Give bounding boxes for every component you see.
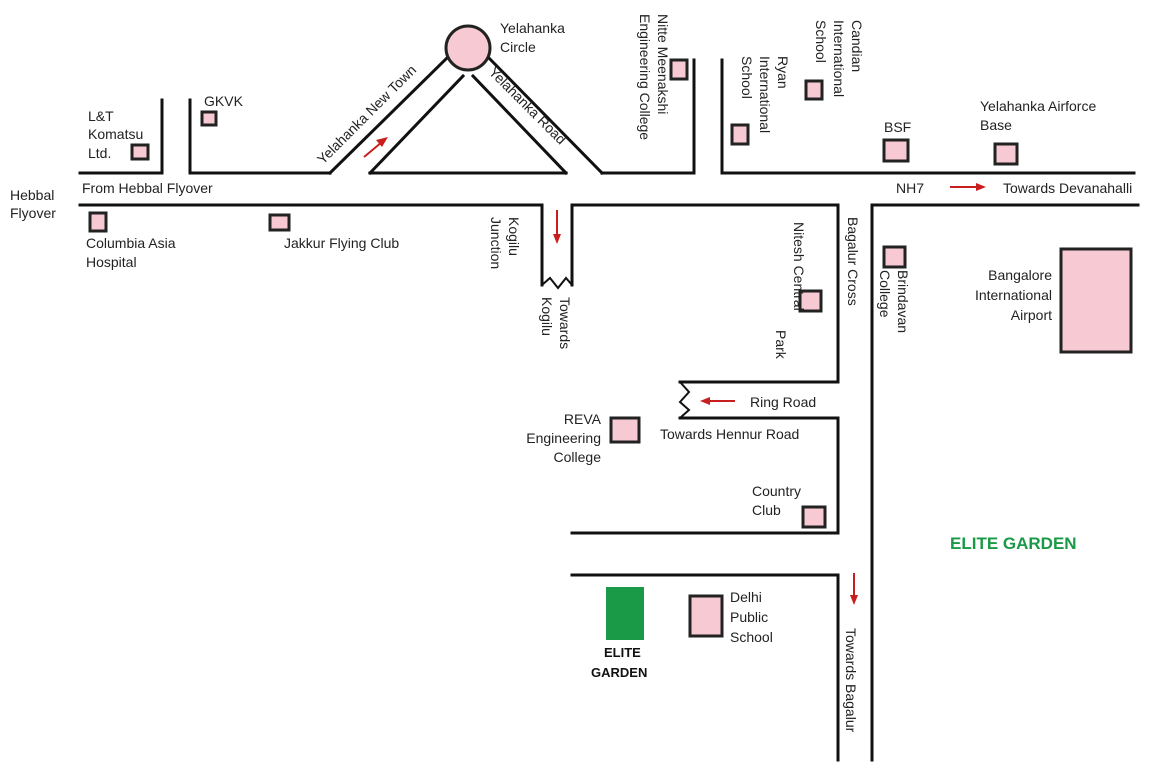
landmarks: [88, 58, 1133, 640]
label-country-1: Country: [752, 483, 801, 499]
roads: [78, 24, 1140, 762]
label-lt-1: L&T: [88, 108, 114, 124]
landmark-ryan-box: [730, 123, 750, 146]
label-elite-1: ELITE: [604, 645, 641, 660]
label-nitte-1: Nitte Meenakshi: [655, 14, 671, 114]
label-hebbal-1: Hebbal: [10, 187, 54, 203]
label-nh7: NH7: [896, 180, 924, 196]
label-towards-hennur: Towards Hennur Road: [660, 426, 799, 442]
label-elite-garden-big: ELITE GARDEN: [950, 534, 1077, 553]
landmark-jakkur-box: [268, 213, 291, 232]
label-ryan-2: International: [757, 56, 773, 133]
label-airport-2: International: [975, 287, 1052, 303]
label-yelahanka-circle-2: Circle: [500, 39, 536, 55]
road-triangle-right: [470, 73, 569, 176]
label-nitesh-1: Nitesh Central: [791, 222, 807, 311]
landmark-gkvk-box: [200, 110, 218, 127]
arrow-kogilu: [553, 210, 561, 244]
label-lt-3: Ltd.: [88, 145, 111, 161]
label-brindavan-1: Brindavan: [895, 270, 911, 333]
road-ring-end: [678, 380, 691, 420]
label-airforce-2: Base: [980, 117, 1012, 133]
label-bagalur-cross: Bagalur Cross: [845, 217, 861, 306]
yelahanka-circle: [444, 24, 492, 72]
label-towards-bagalur: Towards Bagalur: [843, 628, 859, 733]
direction-arrows: [363, 137, 986, 605]
label-bsf: BSF: [884, 119, 911, 135]
landmark-country-club-box: [801, 505, 827, 529]
landmark-candian-box: [804, 79, 824, 101]
landmark-bsf-box: [882, 138, 910, 163]
label-yelahanka-circle-1: Yelahanka: [500, 20, 565, 36]
label-ryan-1: Ryan: [775, 56, 791, 89]
label-reva-2: Engineering: [526, 430, 601, 446]
elite-garden-plot: [606, 587, 644, 640]
arrow-new-town: [363, 137, 388, 158]
label-nitesh-2: Park: [773, 330, 789, 360]
landmark-nitte-box: [669, 58, 689, 81]
label-ring-road: Ring Road: [750, 394, 816, 410]
label-yelahanka-new-town: Yelahanka New Town: [314, 62, 419, 167]
landmark-lt-box: [130, 143, 150, 161]
road-triangle-left: [367, 73, 466, 176]
landmark-nitesh-box: [798, 289, 823, 313]
label-airport-3: Airport: [1011, 307, 1052, 323]
landmark-airforce-box: [993, 142, 1019, 166]
label-nitte-2: Engineering College: [637, 14, 653, 140]
arrow-devanahalli: [950, 183, 986, 191]
landmark-dps-box: [688, 594, 724, 638]
label-brindavan-2: College: [877, 270, 893, 318]
landmark-reva-box: [609, 416, 641, 444]
label-candian-3: School: [813, 20, 829, 63]
landmark-airport-box: [1059, 247, 1133, 354]
label-lt-2: Komatsu: [88, 126, 143, 142]
label-jakkur: Jakkur Flying Club: [284, 235, 399, 251]
label-hebbal-2: Flyover: [10, 205, 56, 221]
map-labels: Yelahanka Circle Yelahanka New Town Yela…: [10, 14, 1132, 733]
label-columbia-2: Hospital: [86, 254, 137, 270]
label-reva-1: REVA: [564, 411, 602, 427]
label-from-hebbal: From Hebbal Flyover: [82, 180, 213, 196]
label-candian-1: Candian: [849, 20, 865, 72]
label-candian-2: International: [831, 20, 847, 97]
label-dps-3: School: [730, 629, 773, 645]
landmark-columbia-box: [88, 211, 108, 233]
label-country-2: Club: [752, 502, 781, 518]
label-gkvk: GKVK: [204, 93, 244, 109]
label-dps-1: Delhi: [730, 589, 762, 605]
arrow-ring-road: [700, 397, 735, 405]
label-kogilu-2: Junction: [488, 217, 504, 269]
label-towards-devanahalli: Towards Devanahalli: [1003, 180, 1132, 196]
arrow-bagalur: [850, 573, 858, 605]
label-towards-kogilu-2: Kogilu: [539, 297, 555, 336]
label-airport-1: Bangalore: [988, 267, 1052, 283]
label-ryan-3: School: [739, 56, 755, 99]
landmark-brindavan-box: [882, 245, 907, 269]
label-kogilu-1: Kogilu: [506, 217, 522, 256]
label-airforce-1: Yelahanka Airforce: [980, 98, 1096, 114]
label-reva-3: College: [554, 449, 602, 465]
label-columbia-1: Columbia Asia: [86, 235, 176, 251]
label-elite-2: GARDEN: [591, 665, 647, 680]
label-towards-kogilu-1: Towards: [557, 297, 573, 349]
road-new-town-outer: [327, 52, 453, 176]
road-yelahanka-outer: [483, 52, 605, 176]
road-kogilu-end: [540, 276, 574, 290]
label-dps-2: Public: [730, 609, 768, 625]
